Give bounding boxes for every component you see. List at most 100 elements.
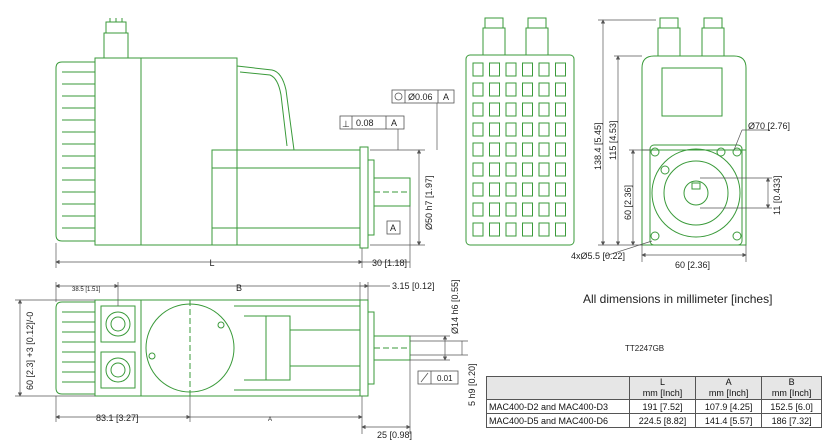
fin-cell — [472, 122, 484, 137]
table-cell: 152.5 [6.0] — [761, 399, 822, 414]
fin-cell — [505, 182, 517, 197]
side-labels: L 30 [1.18] Ø50 h7 [1.97] ⊥ 0.08 A Ø0.06… — [209, 92, 449, 268]
fin-cell — [505, 62, 517, 77]
fin-cell — [555, 162, 566, 177]
fin-cell — [522, 82, 533, 97]
table-header-cell — [486, 376, 630, 400]
dim-d14: Ø14 h6 [0.55] — [450, 279, 460, 334]
fin-cell — [489, 62, 500, 77]
top-view-dimensions — [15, 282, 468, 434]
dim-60-vert: 60 [2.36] — [623, 185, 633, 220]
fin-cell — [538, 122, 550, 137]
fin-cell — [538, 102, 550, 117]
fin-cell — [505, 222, 517, 237]
dim-shaft-30: 30 [1.18] — [372, 258, 407, 268]
fin-cell — [555, 102, 566, 117]
fin-cell — [522, 182, 533, 197]
fin-cell — [472, 182, 484, 197]
fin-cell — [489, 222, 500, 237]
fin-cell — [472, 222, 484, 237]
drawing-code: TT2247GB — [625, 344, 665, 353]
dim-d70: Ø70 [2.76] — [748, 121, 790, 131]
dim-60-top: 60 [2.3] +3 [0.12]/-0 — [25, 312, 35, 390]
fin-cell — [489, 102, 500, 117]
dim-B: B — [236, 283, 242, 293]
geometric-tolerance-frames — [339, 89, 455, 235]
fin-cell — [489, 122, 500, 137]
table-cell: 107.9 [4.25] — [695, 399, 763, 414]
rear-view — [465, 17, 575, 246]
perp-value: 0.08 — [356, 118, 374, 128]
fin-cell — [472, 202, 484, 217]
dim-115: 115 [4.53] — [608, 121, 618, 160]
fin-cell — [555, 82, 566, 97]
table-header-cell: L mm [Inch] — [628, 376, 697, 400]
rear-connectors — [482, 17, 549, 56]
table-row: MAC400-D5 and MAC400-D6 224.5 [8.82] 141… — [486, 413, 822, 428]
fin-cell — [489, 162, 500, 177]
flange-datum: A — [390, 223, 396, 233]
fin-cell — [555, 142, 566, 157]
fin-cell — [555, 222, 566, 237]
runout-value: 0.01 — [437, 374, 453, 383]
fin-cell — [489, 182, 500, 197]
fin-cell — [522, 102, 533, 117]
circ-value: Ø0.06 — [408, 92, 433, 102]
dim-138: 138.4 [5.45] — [593, 122, 603, 170]
connector — [103, 18, 129, 59]
table-cell: 186 [7.32] — [761, 413, 822, 428]
dim-38: 38.5 [1.51] — [72, 287, 101, 293]
table-cell: 224.5 [8.82] — [628, 413, 697, 428]
fin-cell — [555, 202, 566, 217]
table-cell: MAC400-D2 and MAC400-D3 — [486, 399, 630, 414]
fin-cell — [538, 142, 550, 157]
fin-cell — [505, 82, 517, 97]
table-row: MAC400-D2 and MAC400-D3 191 [7.52] 107.9… — [486, 399, 822, 414]
fin-cell — [555, 62, 566, 77]
dim-60-horiz: 60 [2.36] — [675, 260, 710, 270]
fin-cell — [505, 162, 517, 177]
fin-cell — [489, 82, 500, 97]
fin-cell — [472, 82, 484, 97]
fin-cell — [505, 202, 517, 217]
dim-5h9: 5 h9 [0.20] — [467, 363, 477, 406]
dim-83-1: 83.1 [3.27] — [96, 413, 139, 423]
fin-cell — [505, 102, 517, 117]
fin-cell — [522, 122, 533, 137]
fin-cell — [489, 202, 500, 217]
fin-cell — [522, 142, 533, 157]
rear-fin-grid — [472, 62, 566, 237]
table-header-cell: A mm [Inch] — [695, 376, 763, 400]
units-note: All dimensions in millimeter [inches] — [583, 292, 773, 306]
fin-cell — [555, 182, 566, 197]
table-cell: MAC400-D5 and MAC400-D6 — [486, 413, 630, 428]
top-labels: 38.5 [1.51] B 3.15 [0.12] 60 [2.3] +3 [0… — [25, 279, 477, 440]
perp-symbol: ⊥ — [342, 119, 350, 129]
fin-cell — [522, 202, 533, 217]
fin-cell — [538, 162, 550, 177]
fin-cell — [538, 222, 550, 237]
fin-cell — [555, 122, 566, 137]
fin-cell — [505, 122, 517, 137]
front-view — [641, 17, 747, 246]
fin-cell — [538, 182, 550, 197]
top-view — [55, 299, 411, 397]
fin-cell — [538, 62, 550, 77]
dim-11: 11 [0.433] — [772, 176, 782, 215]
fin-cell — [472, 142, 484, 157]
runout-frame — [417, 370, 459, 385]
front-labels: 138.4 [5.45] 115 [4.53] 60 [2.36] Ø70 [2… — [571, 121, 790, 270]
fin-cell — [538, 202, 550, 217]
fin-cell — [489, 142, 500, 157]
fin-cell — [522, 222, 533, 237]
dim-25: 25 [0.98] — [377, 430, 412, 440]
dim-A: A — [268, 417, 272, 423]
cooling-fins — [55, 61, 95, 242]
table-cell: 191 [7.52] — [628, 399, 697, 414]
fin-cell — [472, 162, 484, 177]
fin-cell — [522, 62, 533, 77]
circ-datum: A — [443, 92, 449, 102]
front-view-dimensions — [598, 19, 772, 262]
side-view — [55, 18, 411, 249]
